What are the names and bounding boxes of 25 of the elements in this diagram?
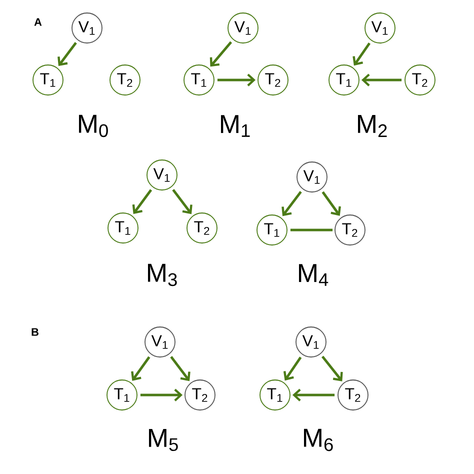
arrow — [283, 356, 302, 381]
motif-label: M$_{0}$ — [79, 114, 108, 138]
motif-label: M$_{4}$ — [299, 264, 328, 286]
panel-letter: A — [34, 18, 42, 26]
arrow — [292, 388, 335, 402]
motif-label: M$_{1}$ — [221, 115, 250, 137]
arrow — [282, 190, 302, 216]
arrow — [132, 189, 152, 214]
motif-label: M$_{6}$ — [304, 428, 333, 452]
arrow — [58, 42, 77, 66]
arrow — [322, 191, 341, 216]
panel-letter: B — [32, 328, 38, 336]
arrow — [217, 74, 256, 86]
arrow — [140, 388, 183, 402]
motif-label: M$_{2}$ — [358, 114, 387, 138]
arrow — [210, 41, 232, 67]
connector-line — [290, 228, 333, 232]
motif-label: M$_{3}$ — [148, 264, 177, 286]
arrow — [131, 356, 150, 381]
arrow — [170, 356, 190, 382]
arrow — [321, 356, 343, 382]
arrow — [361, 74, 402, 86]
arrow — [352, 42, 371, 66]
motif-label: M$_{5}$ — [149, 429, 178, 451]
arrow — [172, 188, 192, 214]
